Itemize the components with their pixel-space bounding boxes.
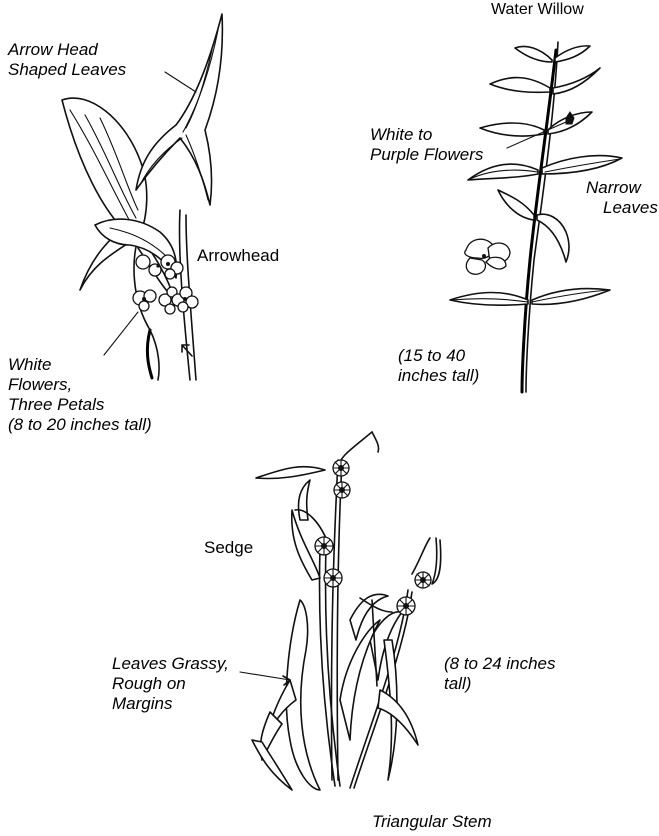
arrow-head-leaves-line-2: Shaped Leaves xyxy=(8,60,126,80)
triangular-stem-label: Triangular Stem xyxy=(372,812,492,832)
sedge-height-line-1: (8 to 24 inches xyxy=(444,654,556,674)
arrowhead-flowers-line-1: White xyxy=(8,355,152,375)
arrowhead-flowers-line-2: Flowers, xyxy=(8,375,152,395)
arrow-head-leaves-label: Arrow Head Shaped Leaves xyxy=(8,40,126,80)
water-willow-height-label: (15 to 40 inches tall) xyxy=(398,346,479,386)
sedge-plant-drawing xyxy=(240,432,441,790)
sedge-height-line-2: tall) xyxy=(444,674,556,694)
arrowhead-flowers-line-3: Three Petals xyxy=(8,395,152,415)
arrowhead-flowers-label: White Flowers, Three Petals (8 to 20 inc… xyxy=(8,355,152,435)
sedge-leaves-line-2: Rough on xyxy=(112,674,229,694)
arrowhead-name-label: Arrowhead xyxy=(197,246,279,266)
narrow-leaves-line-1: Narrow xyxy=(586,178,658,198)
arrowhead-flowers-line-4: (8 to 20 inches tall) xyxy=(8,415,152,435)
purple-flowers-line-1: White to xyxy=(370,125,483,145)
arrow-head-leaves-line-1: Arrow Head xyxy=(8,40,126,60)
sedge-leaves-line-1: Leaves Grassy, xyxy=(112,654,229,674)
water-willow-height-line-1: (15 to 40 xyxy=(398,346,479,366)
purple-flowers-label: White to Purple Flowers xyxy=(370,125,483,165)
water-willow-name-label: Water Willow xyxy=(491,0,584,20)
narrow-leaves-line-2: Leaves xyxy=(586,198,658,218)
water-willow-height-line-2: inches tall) xyxy=(398,366,479,386)
sedge-height-label: (8 to 24 inches tall) xyxy=(444,654,556,694)
sedge-name-label: Sedge xyxy=(204,538,253,558)
narrow-leaves-label: Narrow Leaves xyxy=(586,178,658,218)
sedge-leaves-label: Leaves Grassy, Rough on Margins xyxy=(112,654,229,714)
purple-flowers-line-2: Purple Flowers xyxy=(370,145,483,165)
sedge-leaves-line-3: Margins xyxy=(112,694,229,714)
